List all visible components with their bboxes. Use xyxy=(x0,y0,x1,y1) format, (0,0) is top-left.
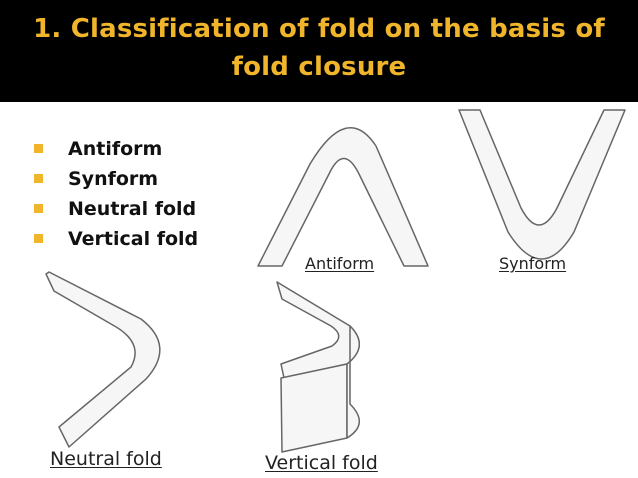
slide-content: Antiform Synform Neutral fold Vertical f… xyxy=(0,104,638,478)
antiform-caption: Antiform xyxy=(305,254,374,273)
vertical-fold-face-diagram xyxy=(281,364,347,452)
title-bar: 1. Classification of fold on the basis o… xyxy=(0,0,638,104)
fold-figures xyxy=(0,104,638,478)
slide-title-line-2: fold closure xyxy=(0,48,638,86)
neutral-fold-caption: Neutral fold xyxy=(50,448,162,470)
slide-title-line-1: 1. Classification of fold on the basis o… xyxy=(0,0,638,48)
synform-diagram xyxy=(459,110,625,259)
synform-caption: Synform xyxy=(499,254,566,273)
vertical-fold-caption: Vertical fold xyxy=(265,452,378,474)
neutral-fold-diagram xyxy=(46,272,160,447)
antiform-diagram xyxy=(258,128,428,266)
